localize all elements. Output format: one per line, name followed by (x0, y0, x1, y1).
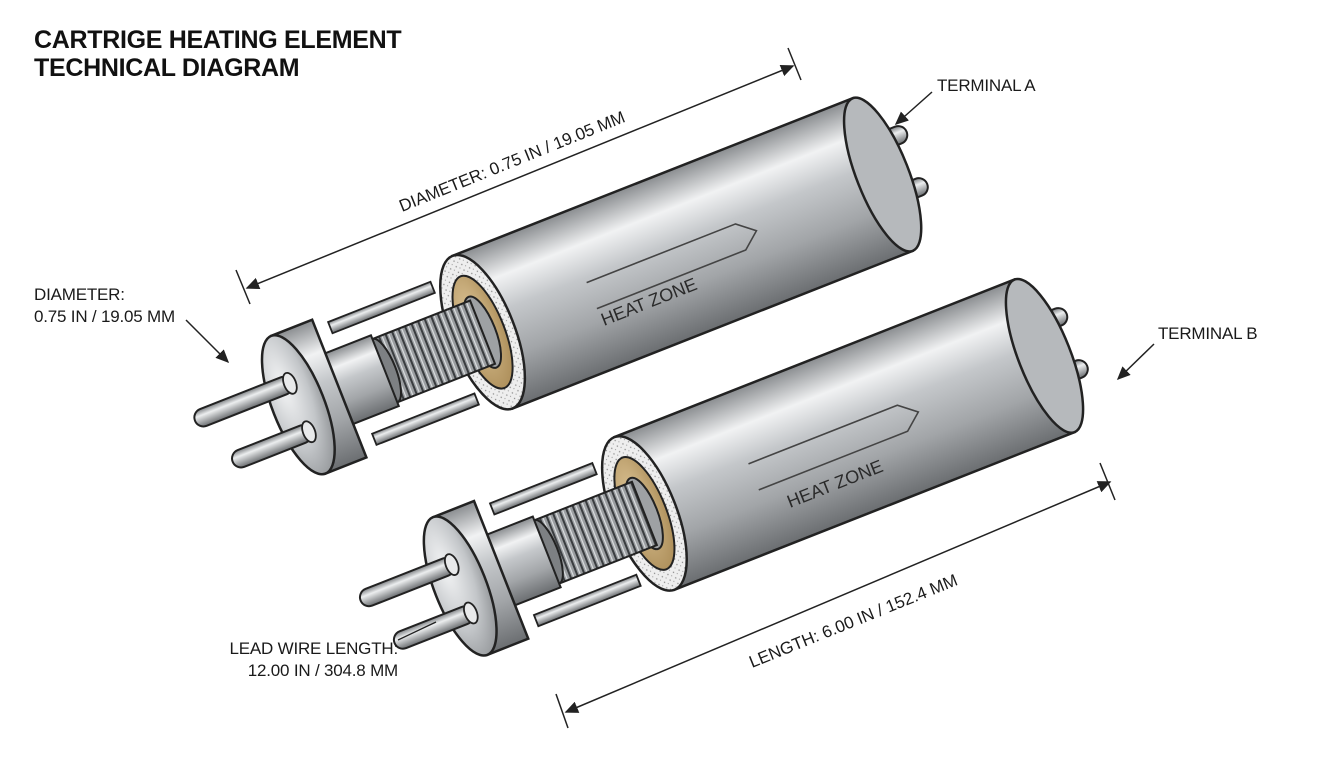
length-label: LENGTH: 6.00 IN / 152.4 MM (746, 571, 960, 672)
leader-terminal-a (894, 91, 933, 125)
lead-wire-line-1: LEAD WIRE LENGTH: (229, 639, 398, 658)
diameter-left-label: DIAMETER: 0.75 IN / 19.05 MM (34, 284, 175, 328)
leader-diameter-left (185, 319, 230, 364)
leader-terminal-b (1116, 343, 1155, 381)
terminal-b-label: TERMINAL B (1158, 324, 1258, 343)
diameter-left-line-2: 0.75 IN / 19.05 MM (34, 307, 175, 326)
dimension-length (555, 462, 1116, 729)
end-flange (260, 333, 336, 476)
end-flange (422, 515, 498, 657)
leader-lead-wire (397, 621, 437, 641)
title-line-2: TECHNICAL DIAGRAM (34, 54, 300, 82)
title-line-1: CARTRIGE HEATING ELEMENT (34, 26, 402, 54)
heat-zone-arrow (748, 404, 920, 491)
diagram-title: CARTRIGE HEATING ELEMENT TECHNICAL DIAGR… (34, 26, 402, 82)
diameter-left-line-1: DIAMETER: (34, 285, 125, 304)
lead-wire-line-2: 12.00 IN / 304.8 MM (247, 661, 398, 680)
lead-wire-label: LEAD WIRE LENGTH: 12.00 IN / 304.8 MM (214, 638, 398, 682)
dimension-diameter-top (235, 47, 802, 305)
terminal-a-label: TERMINAL A (937, 76, 1036, 95)
